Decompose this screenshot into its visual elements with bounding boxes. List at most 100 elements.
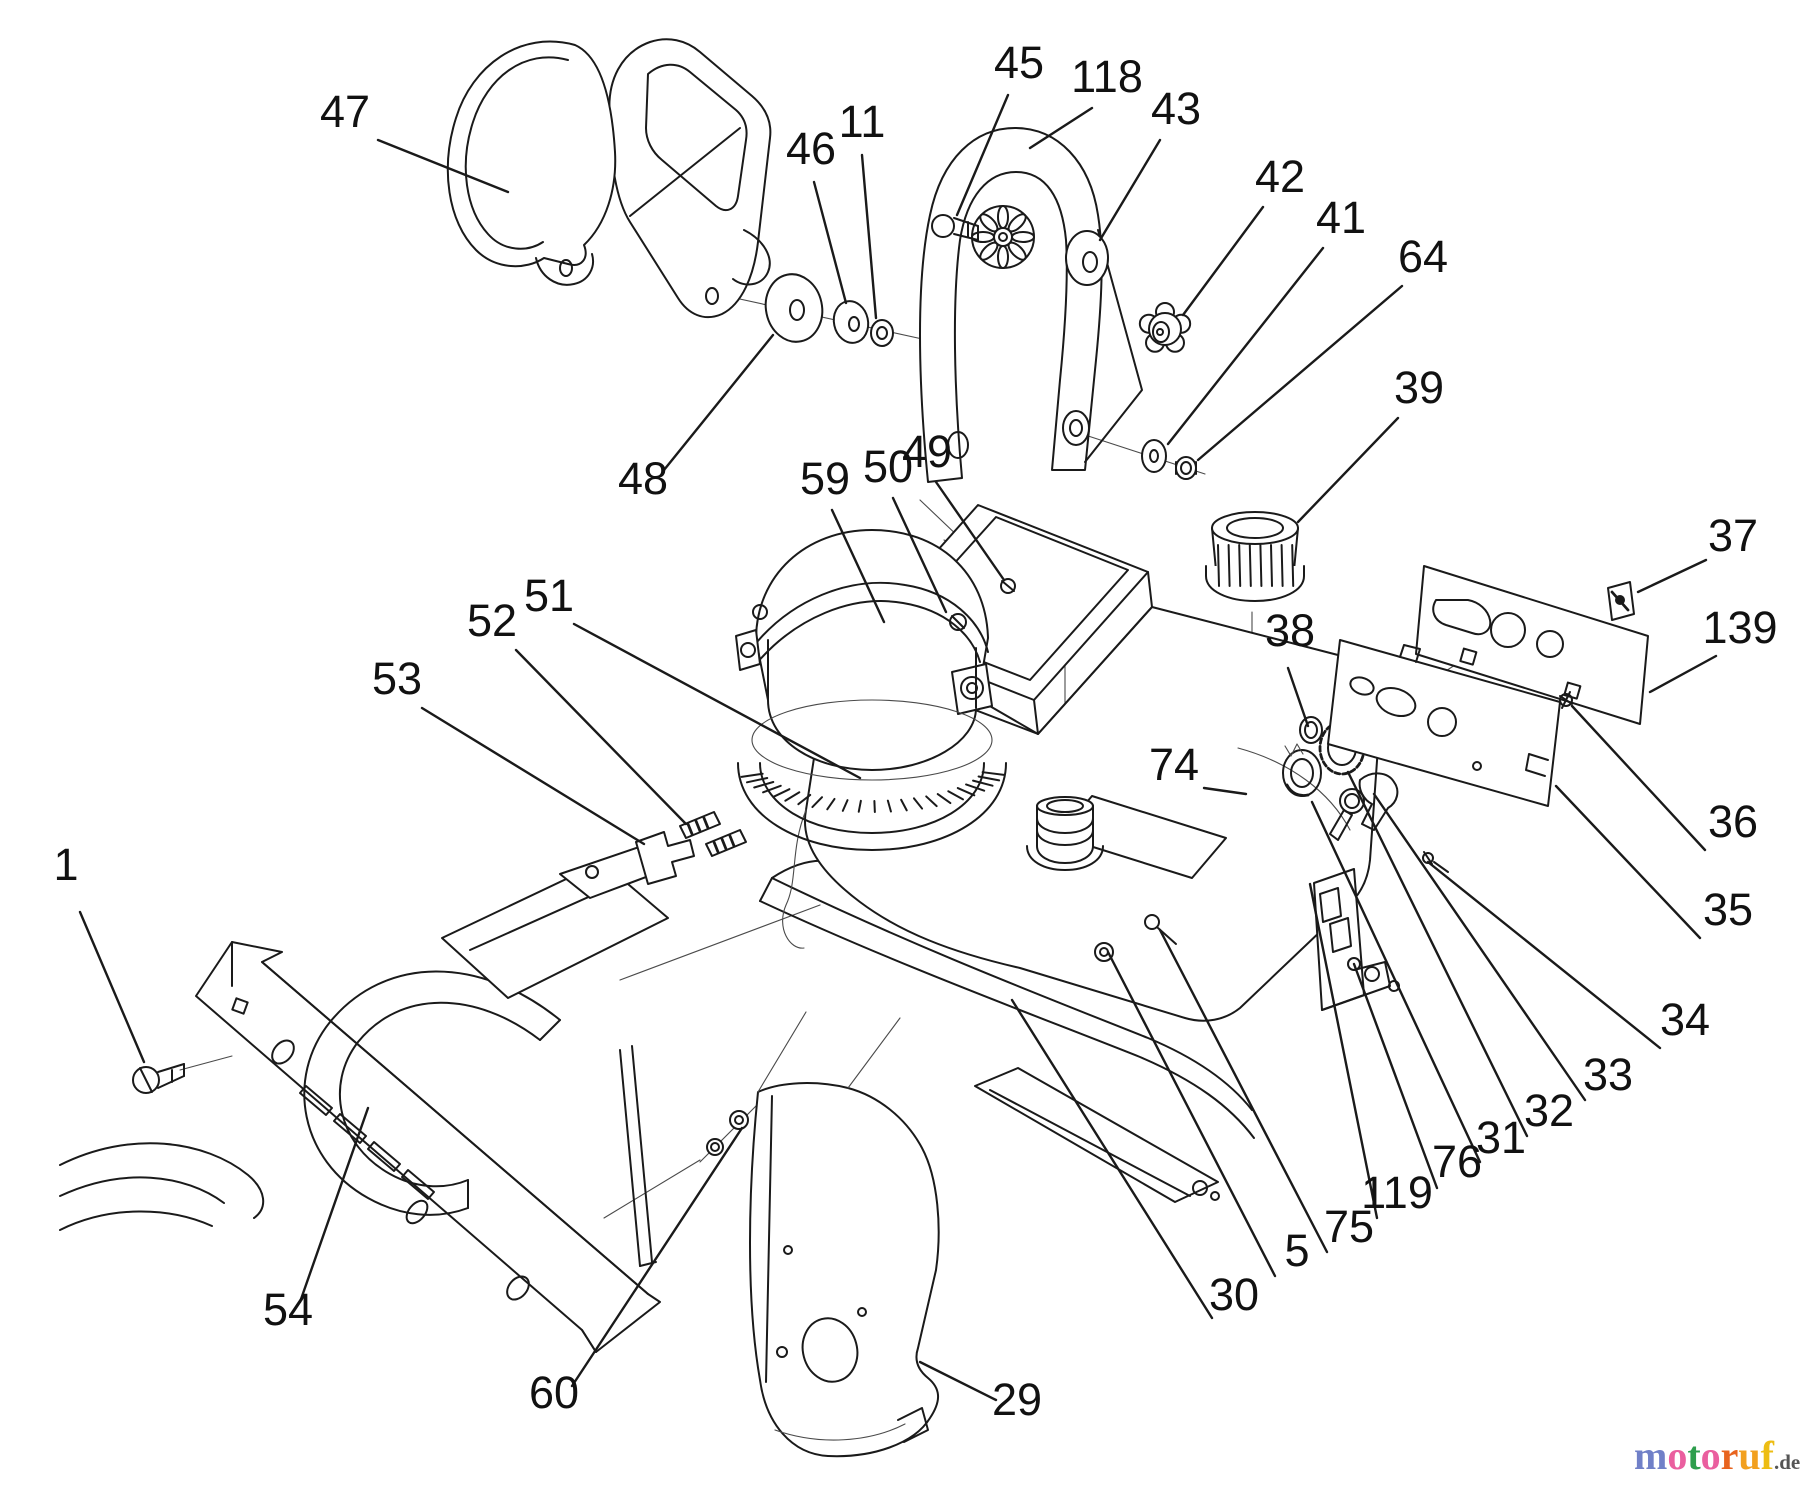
part-label-74: 74 bbox=[1149, 739, 1199, 790]
left-partial-arc bbox=[59, 1142, 264, 1231]
leader-42 bbox=[1181, 205, 1265, 317]
fuel-cap bbox=[1205, 511, 1305, 602]
leader-74 bbox=[1202, 786, 1248, 796]
dash-panel-back-139 bbox=[1415, 565, 1649, 725]
leader-29 bbox=[918, 1360, 998, 1402]
part-label-36: 36 bbox=[1708, 796, 1758, 847]
part-label-50: 50 bbox=[863, 441, 913, 492]
leader-49 bbox=[934, 480, 1006, 582]
belt-cover-inner-shell bbox=[608, 38, 772, 319]
watermark-letter: o bbox=[1700, 1433, 1721, 1478]
bolt-1 bbox=[132, 1063, 185, 1094]
leader-75 bbox=[1158, 928, 1329, 1254]
leader-34 bbox=[1426, 860, 1662, 1050]
part-label-60: 60 bbox=[529, 1367, 579, 1418]
leader-118 bbox=[1028, 106, 1094, 150]
leader-60 bbox=[570, 1126, 744, 1388]
leader-33 bbox=[1372, 792, 1587, 1102]
watermark-letter: o bbox=[1667, 1433, 1688, 1478]
lower-housing-29 bbox=[749, 1011, 940, 1458]
part-label-33: 33 bbox=[1583, 1049, 1633, 1100]
part-label-46: 46 bbox=[786, 123, 836, 174]
watermark-letter: t bbox=[1687, 1433, 1701, 1478]
clip-37 bbox=[1607, 581, 1635, 621]
chute-crank-rod bbox=[619, 1045, 657, 1267]
leader-31 bbox=[1310, 800, 1482, 1164]
part-label-37: 37 bbox=[1708, 510, 1758, 561]
leader-45 bbox=[955, 93, 1010, 217]
belt-cover-outer-shell bbox=[446, 40, 617, 286]
pulley-45 bbox=[971, 205, 1035, 269]
part-label-119: 119 bbox=[1361, 1167, 1433, 1218]
part-label-52: 52 bbox=[467, 595, 517, 646]
frame-rail-54 bbox=[195, 941, 661, 1353]
part-label-118: 118 bbox=[1071, 51, 1143, 102]
part-label-31: 31 bbox=[1476, 1112, 1526, 1163]
part-label-39: 39 bbox=[1394, 362, 1444, 413]
leader-47 bbox=[376, 138, 510, 194]
leader-139 bbox=[1648, 654, 1718, 694]
leader-48 bbox=[662, 333, 775, 472]
part-label-49: 49 bbox=[902, 426, 952, 477]
key-icon bbox=[1329, 788, 1365, 841]
part-label-64: 64 bbox=[1398, 231, 1448, 282]
dash-panel-front-35 bbox=[1327, 639, 1561, 807]
watermark-letter: r bbox=[1720, 1433, 1739, 1478]
part-label-47: 47 bbox=[320, 86, 370, 137]
bolt-45 bbox=[931, 214, 979, 241]
leader-46 bbox=[812, 180, 848, 305]
oil-fill-tube bbox=[1026, 796, 1104, 871]
cap-ribs bbox=[1217, 544, 1295, 587]
part-label-34: 34 bbox=[1660, 994, 1710, 1045]
chute-collar bbox=[735, 529, 1016, 771]
choke-lever bbox=[1358, 772, 1399, 831]
washer-41 bbox=[1141, 439, 1167, 473]
leader-50 bbox=[891, 496, 948, 614]
cable-clamp-53 bbox=[635, 831, 695, 885]
nut-64 bbox=[1175, 456, 1197, 480]
part-number-labels: 47 45 118 43 46 11 42 41 64 39 48 59 50 … bbox=[53, 37, 1777, 1425]
leader-54 bbox=[298, 1106, 370, 1304]
leader-64 bbox=[1196, 284, 1404, 462]
part-label-139: 139 bbox=[1702, 602, 1777, 653]
leader-lines bbox=[78, 93, 1718, 1402]
part-label-45: 45 bbox=[994, 37, 1044, 88]
leader-76 bbox=[1352, 962, 1439, 1190]
leader-53 bbox=[420, 706, 646, 846]
watermark-suffix: .de bbox=[1774, 1450, 1800, 1474]
side-wing-plate bbox=[441, 845, 671, 999]
washer-48 bbox=[764, 273, 824, 343]
leader-36 bbox=[1570, 704, 1707, 852]
leader-52 bbox=[514, 648, 688, 826]
part-label-5: 5 bbox=[1284, 1225, 1309, 1276]
part-label-75: 75 bbox=[1324, 1201, 1374, 1252]
leader-11 bbox=[860, 153, 878, 320]
part-label-42: 42 bbox=[1255, 151, 1305, 202]
leader-38 bbox=[1286, 666, 1310, 728]
part-label-43: 43 bbox=[1151, 83, 1201, 134]
gear-teeth bbox=[740, 771, 1005, 813]
part-label-32: 32 bbox=[1524, 1085, 1574, 1136]
leader-41 bbox=[1166, 246, 1325, 446]
part-label-48: 48 bbox=[618, 453, 668, 504]
part-label-59: 59 bbox=[800, 453, 850, 504]
leader-30 bbox=[1010, 998, 1214, 1320]
leader-35 bbox=[1554, 784, 1702, 940]
knob-42 bbox=[1138, 302, 1192, 353]
part-label-54: 54 bbox=[263, 1284, 313, 1335]
part-label-51: 51 bbox=[524, 570, 574, 621]
leader-39 bbox=[1296, 416, 1400, 524]
watermark-letter: m bbox=[1634, 1433, 1668, 1478]
part-label-30: 30 bbox=[1209, 1269, 1259, 1320]
part-label-29: 29 bbox=[992, 1374, 1042, 1425]
switch-sub-panel bbox=[1313, 868, 1400, 1011]
leader-32 bbox=[1346, 770, 1529, 1138]
part-label-1: 1 bbox=[53, 839, 78, 890]
leader-1 bbox=[78, 910, 146, 1064]
leader-37 bbox=[1636, 558, 1708, 594]
leader-119 bbox=[1308, 882, 1379, 1220]
watermark-logo: motoruf.de bbox=[1634, 1432, 1800, 1480]
part-label-53: 53 bbox=[372, 653, 422, 704]
leader-59 bbox=[830, 508, 886, 624]
